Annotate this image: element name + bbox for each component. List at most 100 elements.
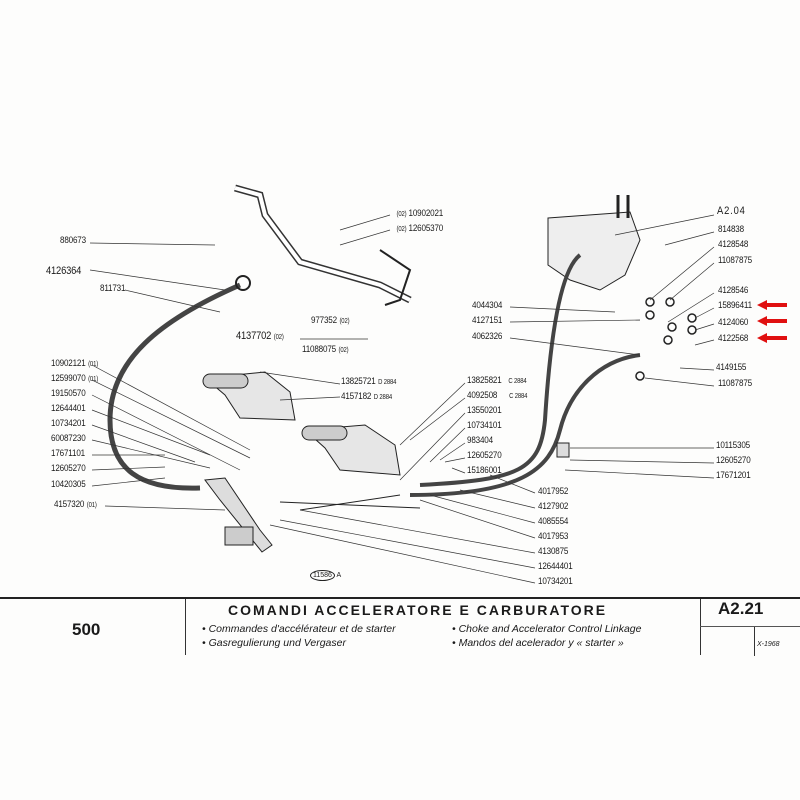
part-label: 4085554 [538, 516, 569, 527]
part-number: 4092508 [467, 390, 498, 401]
footer-divider [0, 597, 800, 599]
part-label: 13825821 C 2884 [467, 375, 527, 387]
footer-divider [700, 599, 701, 655]
part-qualifier: D 2884 [373, 394, 392, 401]
part-label: 10115305 [716, 440, 750, 451]
part-label: 4149155 [716, 362, 747, 373]
subtitle-fr: • Commandes d'accélérateur et de starter [202, 623, 396, 635]
part-label: 11088075(02) [302, 344, 349, 356]
red-arrow-icon [757, 300, 787, 310]
part-qualifier: (01) [88, 361, 99, 368]
part-qualifier: C 2884 [508, 378, 527, 385]
subtitle-en: • Choke and Accelerator Control Linkage [452, 623, 642, 635]
part-number: 4137702 [236, 330, 272, 342]
leader-lines [89, 214, 715, 584]
part-qualifier: (02) [396, 211, 407, 218]
part-qualifier: (02) [396, 226, 407, 233]
part-qualifier: (02) [339, 318, 350, 325]
part-qualifier: C 2884 [509, 393, 528, 400]
subtitle-de: • Gasregulierung und Vergaser [202, 637, 346, 649]
part-number: 4157182 [341, 391, 372, 402]
part-number: 13825821 [467, 375, 502, 386]
drawing-number-stamp: 11586 A [310, 570, 341, 581]
part-label: 4128546 [718, 285, 749, 296]
part-label-highlighted: 4122568 [718, 333, 749, 344]
accelerator-cable [409, 353, 641, 497]
part-label: 10734201 [538, 576, 573, 587]
footer-divider [754, 626, 755, 656]
part-label: 4137702(02) [236, 331, 284, 343]
part-label: 814838 [718, 224, 744, 235]
part-label: 977352(02) [311, 315, 350, 327]
part-label: (02) 12605370 [394, 223, 444, 235]
part-label: 12599070(01) [51, 373, 98, 385]
pedal-lever [204, 477, 273, 553]
part-label: 13550201 [467, 405, 502, 416]
part-label: 4130875 [538, 546, 569, 557]
part-label: 17671101 [51, 448, 85, 459]
subtitle-es: • Mandos del acelerador y « starter » [452, 637, 624, 649]
part-number: 12605370 [408, 223, 444, 234]
part-label: 880673 [60, 235, 86, 246]
part-label: 4127151 [472, 315, 503, 326]
page-title: COMANDI ACCELERATORE E CARBURATORE [228, 602, 608, 618]
part-label: 4044304 [472, 300, 503, 311]
part-label: 4126364 [46, 265, 82, 277]
drawing-letter: A [336, 572, 342, 579]
part-qualifier: D 2884 [378, 379, 397, 386]
red-arrow-icon [757, 316, 787, 326]
part-label: 4062326 [472, 331, 503, 342]
part-qualifier: (02) [273, 334, 284, 341]
part-number: 4157320 [54, 499, 85, 510]
page-code: A2.21 [718, 599, 764, 618]
part-qualifier: (01) [86, 502, 97, 509]
part-label: 15186001 [467, 465, 502, 476]
part-label-highlighted: 15896411 [718, 300, 752, 311]
part-number: 10902121 [51, 358, 86, 369]
part-label: A2.04 [717, 205, 746, 217]
part-label: 10734101 [467, 420, 502, 431]
part-label: 10734201 [51, 418, 86, 429]
part-label: 10902121(01) [51, 358, 98, 370]
part-label: 811731 [100, 283, 126, 294]
footer-divider [700, 626, 800, 627]
part-label: 11087875 [718, 378, 752, 389]
red-arrow-icon [757, 333, 787, 343]
part-label: 4127902 [538, 501, 569, 512]
part-label: 4157320(01) [54, 499, 97, 511]
choke-cable [419, 253, 582, 487]
drawing-number: 11586 [310, 570, 335, 581]
part-label: 4128548 [718, 239, 749, 250]
part-label: 4092508 C 2884 [467, 390, 527, 402]
part-label: 19150570 [51, 388, 86, 399]
part-label: 60087230 [51, 433, 86, 444]
part-number: 12599070 [51, 373, 86, 384]
part-label: 10420305 [51, 479, 86, 490]
part-number: 13825721 [341, 376, 376, 387]
part-number: 10902021 [408, 208, 444, 219]
part-label-highlighted: 4124060 [718, 317, 749, 328]
part-label: 17671201 [716, 470, 751, 481]
left-cable [107, 282, 242, 491]
part-label: 983404 [467, 435, 493, 446]
part-qualifier: (01) [88, 376, 99, 383]
part-label: 4017953 [538, 531, 569, 542]
part-label: 11087875 [718, 255, 752, 266]
part-label: (02) 10902021 [394, 208, 444, 220]
part-number: 11088075 [302, 344, 336, 355]
part-label: 12605270 [467, 450, 502, 461]
part-label: 4017952 [538, 486, 569, 497]
part-label: 12605270 [716, 455, 751, 466]
part-number: 977352 [311, 315, 337, 326]
part-label: 12644401 [51, 403, 86, 414]
part-label: 12644401 [538, 561, 573, 572]
model-number: 500 [72, 620, 101, 639]
washers [635, 297, 697, 381]
part-qualifier: (02) [338, 347, 349, 354]
carburetor [547, 211, 641, 291]
part-label: 12605270 [51, 463, 86, 474]
